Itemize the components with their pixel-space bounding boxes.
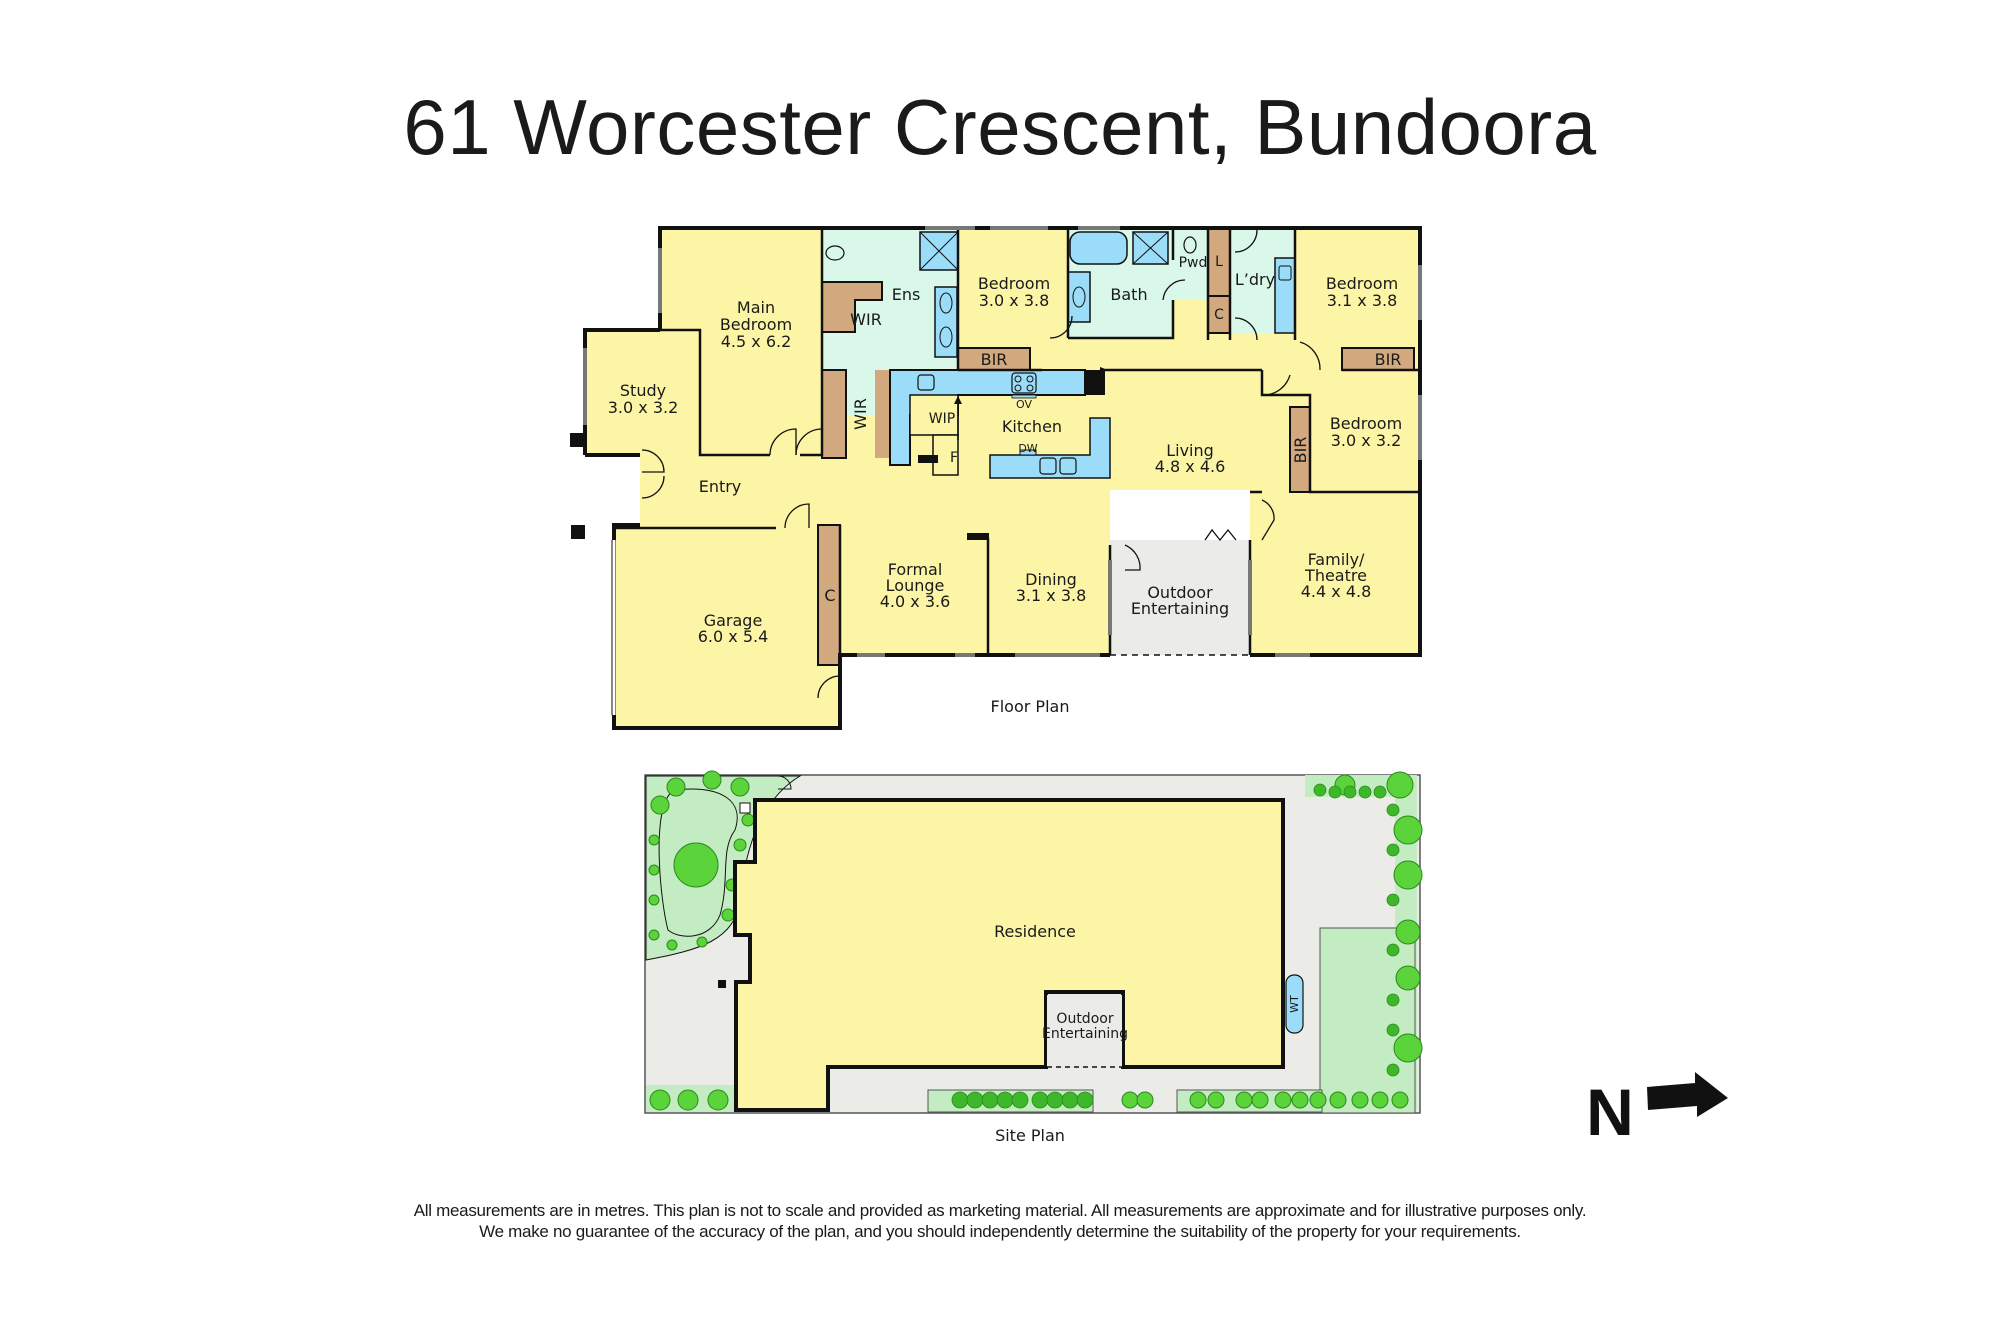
main-bedroom-label-2: Bedroom: [720, 315, 792, 334]
fridge-label: F: [950, 450, 958, 466]
entry-label: Entry: [699, 477, 742, 496]
compass-n-label: N: [1586, 1075, 1634, 1149]
kitchen-label: Kitchen: [1002, 417, 1062, 436]
wir-1-label: WIR: [850, 310, 882, 329]
site-outdoor-label-2: Entertaining: [1042, 1026, 1128, 1042]
water-tank-label: WT: [1288, 995, 1301, 1013]
family-theatre-size: 4.4 x 4.8: [1301, 582, 1372, 601]
powder-area: [1173, 228, 1210, 300]
cupboard-1-label: C: [1214, 307, 1224, 323]
outdoor-entertaining-label: Outdoor: [1147, 583, 1213, 602]
site-plan-caption: Site Plan: [995, 1126, 1065, 1145]
dining-label: Dining: [1025, 570, 1077, 589]
oven-label: OV: [1016, 398, 1032, 411]
formal-lounge-label: Formal: [888, 560, 943, 579]
water-tank-icon: [1285, 974, 1304, 1034]
cupboard-2-label: C: [824, 586, 835, 605]
formal-lounge-size: 4.0 x 3.6: [880, 592, 951, 611]
bedroom-2-size: 3.0 x 3.8: [979, 291, 1050, 310]
bedroom-4-size: 3.0 x 3.2: [1331, 431, 1402, 450]
disclaimer-line-2: We make no guarantee of the accuracy of …: [479, 1222, 1521, 1241]
bir-1-label: BIR: [981, 350, 1008, 369]
wir-2-label: WIR: [851, 398, 870, 430]
dishwasher-label: DW: [1018, 442, 1037, 455]
outdoor-entertaining-area: [1110, 540, 1250, 655]
site-plan: WT Residence Outdoor Entertaining Site P…: [644, 770, 1423, 1145]
linen-label: L: [1215, 254, 1223, 270]
formal-lounge-label-2: Lounge: [886, 576, 945, 595]
residence-label: Residence: [994, 922, 1076, 941]
ensuite-label: Ens: [892, 285, 921, 304]
outdoor-entertaining-label-2: Entertaining: [1131, 599, 1229, 618]
site-outdoor-label: Outdoor: [1056, 1011, 1113, 1027]
bedroom-4-label: Bedroom: [1330, 414, 1402, 433]
bir-3-label: BIR: [1291, 437, 1310, 464]
bedroom-2-label: Bedroom: [978, 274, 1050, 293]
garage-size: 6.0 x 5.4: [698, 627, 769, 646]
floor-plan: Main Bedroom 4.5 x 6.2 Study 3.0 x 3.2 E…: [570, 226, 1422, 730]
laundry-label: L’dry: [1235, 270, 1275, 289]
ensuite-area: [822, 228, 958, 415]
study-label: Study: [620, 381, 666, 400]
main-bedroom-size: 4.5 x 6.2: [721, 332, 792, 351]
main-bedroom-label: Main: [737, 298, 775, 317]
family-theatre-label-2: Theatre: [1304, 566, 1367, 585]
bath-label: Bath: [1110, 285, 1147, 304]
powder-label: Pwd: [1179, 255, 1208, 271]
garage-label: Garage: [704, 611, 763, 630]
disclaimer-line-1: All measurements are in metres. This pla…: [413, 1201, 1587, 1220]
bedroom-3-size: 3.1 x 3.8: [1327, 291, 1398, 310]
family-theatre-label: Family/: [1308, 550, 1365, 569]
living-size: 4.8 x 4.6: [1155, 457, 1226, 476]
wip-label: WIP: [929, 411, 955, 427]
page-title: 61 Worcester Crescent, Bundoora: [403, 83, 1597, 171]
dining-size: 3.1 x 3.8: [1016, 586, 1087, 605]
living-label: Living: [1166, 441, 1214, 460]
bir-2-label: BIR: [1375, 350, 1402, 369]
study-size: 3.0 x 3.2: [608, 398, 679, 417]
bedroom-3-label: Bedroom: [1326, 274, 1398, 293]
north-arrow-icon: N: [1586, 1072, 1728, 1149]
floor-plan-caption: Floor Plan: [991, 697, 1070, 716]
